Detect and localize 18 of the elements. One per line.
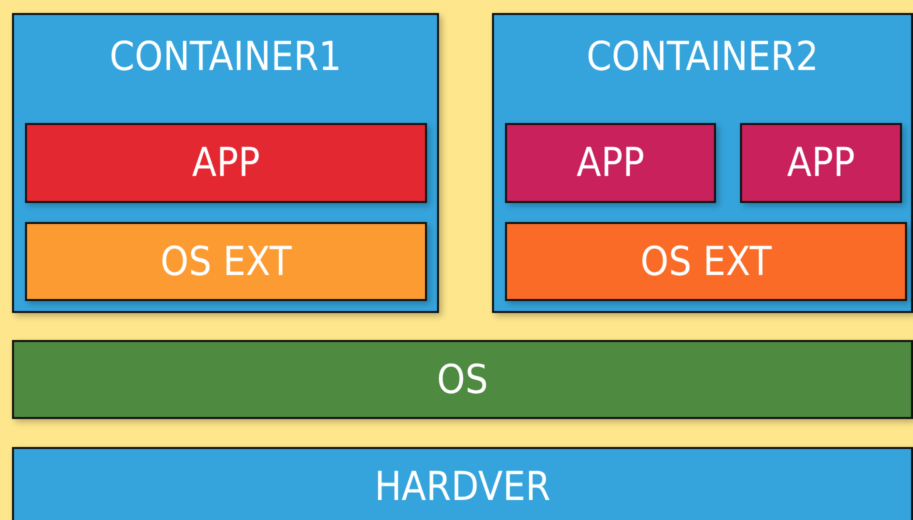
os-ext-box bbox=[25, 222, 427, 301]
box-label: APP bbox=[190, 139, 261, 187]
os-layer bbox=[12, 340, 913, 419]
container-box bbox=[12, 13, 439, 313]
box-label: APP bbox=[575, 139, 646, 187]
os-ext-box bbox=[505, 222, 907, 301]
box-label: OS EXT bbox=[639, 238, 773, 286]
container-box bbox=[492, 13, 913, 313]
box-label: OS bbox=[436, 356, 490, 404]
app-box bbox=[25, 123, 427, 203]
box-label: APP bbox=[786, 139, 856, 187]
app-box bbox=[505, 123, 716, 203]
box-label: CONTAINER2 bbox=[586, 33, 820, 81]
box-label: CONTAINER1 bbox=[108, 33, 342, 81]
box-label: OS EXT bbox=[159, 238, 293, 286]
app-box bbox=[740, 123, 902, 203]
box-label: HARDVER bbox=[373, 463, 552, 511]
hardware-layer bbox=[12, 447, 913, 520]
